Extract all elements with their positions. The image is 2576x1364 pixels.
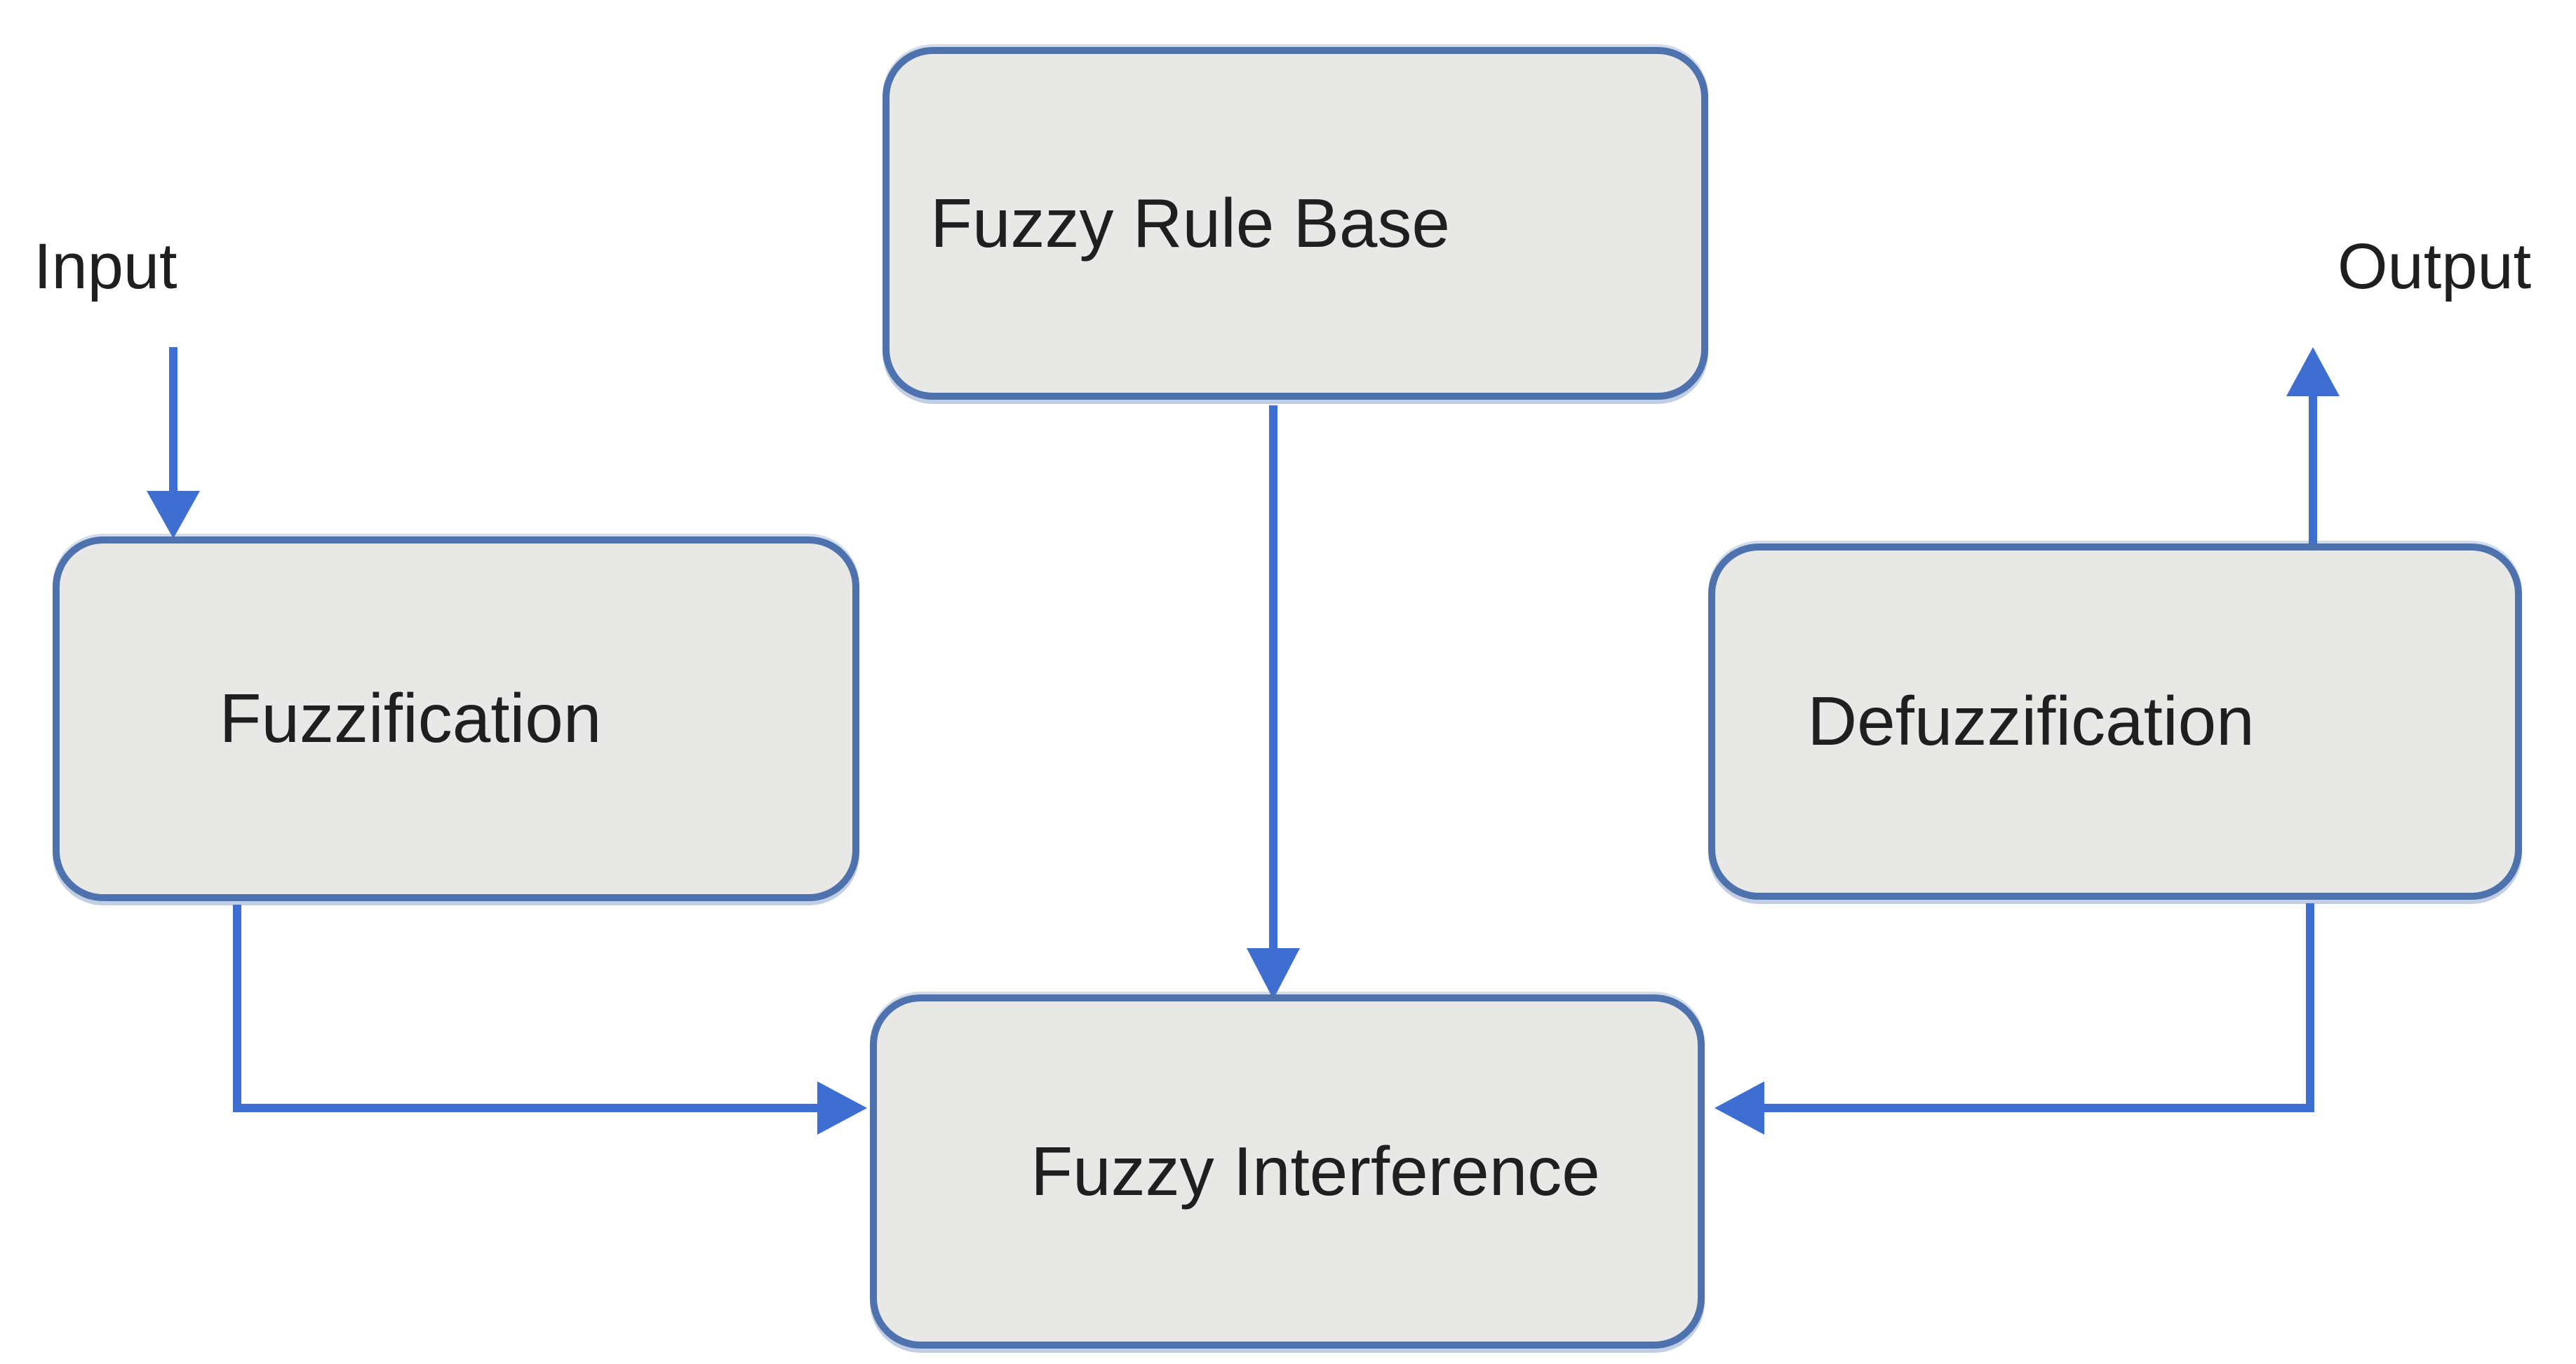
node-defuzzification: Defuzzification — [1708, 543, 2522, 900]
edge-fuzzification-to-interference — [233, 905, 867, 1135]
edge-defuzzification-to-output — [2286, 347, 2340, 546]
output-label: Output — [2337, 231, 2532, 302]
node-fuzzy-interference: Fuzzy Interference — [870, 994, 1705, 1349]
node-fuzzy-rule-base: Fuzzy Rule Base — [883, 47, 1708, 400]
edge-rulebase-to-interference — [1247, 405, 1300, 999]
node-fuzzy-rule-base-label: Fuzzy Rule Base — [930, 184, 1450, 262]
edge-input-to-fuzzification — [147, 347, 200, 539]
node-defuzzification-label: Defuzzification — [1807, 682, 2255, 760]
input-label: Input — [34, 231, 177, 302]
node-fuzzy-interference-label: Fuzzy Interference — [1031, 1132, 1600, 1210]
edge-defuzzification-to-interference — [1715, 903, 2314, 1135]
node-fuzzification-label: Fuzzification — [219, 680, 602, 757]
node-fuzzification: Fuzzification — [53, 536, 859, 901]
